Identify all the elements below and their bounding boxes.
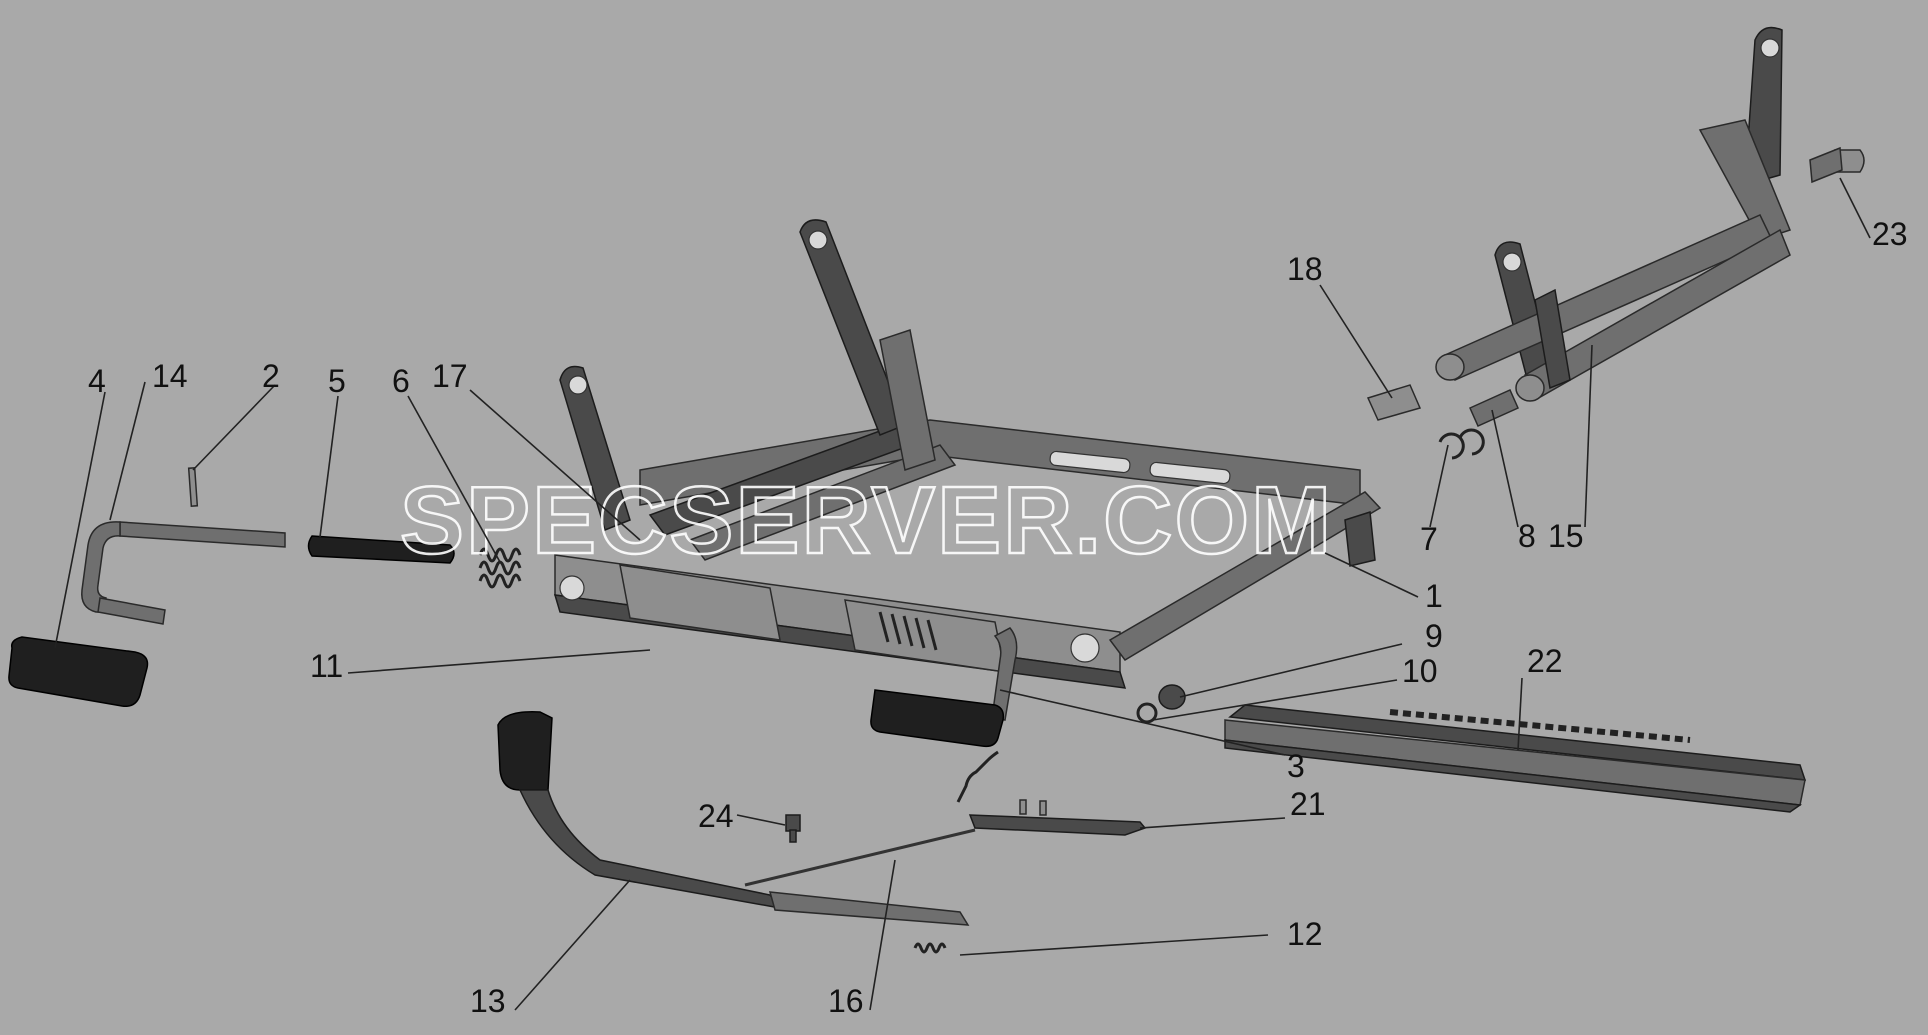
part-23-pin <box>1809 146 1865 184</box>
callout-12: 12 <box>1287 916 1323 952</box>
callout-6: 6 <box>392 363 410 399</box>
spring-upper <box>956 750 999 803</box>
callout-11: 11 <box>310 648 343 684</box>
callout-13: 13 <box>470 983 506 1019</box>
part-24-bolt <box>785 814 801 843</box>
part-12-spring <box>913 942 947 954</box>
part-4-handle-grip <box>8 636 149 708</box>
part-13-lever <box>497 711 970 926</box>
part-7-retaining-rings <box>1438 428 1485 460</box>
callout-7: 7 <box>1420 521 1438 557</box>
callout-16: 16 <box>828 983 864 1019</box>
callout-labels: 4 14 2 5 6 17 18 23 7 8 15 1 9 10 22 11 … <box>88 216 1908 1019</box>
part-3-front-handle <box>870 627 1018 748</box>
part-14-crank-rod <box>81 521 286 625</box>
callout-10: 10 <box>1402 653 1438 689</box>
callout-8: 8 <box>1518 518 1536 554</box>
callout-24: 24 <box>698 798 734 834</box>
watermark-text: SPECSERVER.COM <box>400 467 1333 574</box>
part-2-pin <box>187 467 199 507</box>
callout-23: 23 <box>1872 216 1908 252</box>
callout-2: 2 <box>262 358 280 394</box>
callout-9: 9 <box>1425 618 1443 654</box>
part-21-bracket <box>968 799 1147 836</box>
callout-17: 17 <box>432 358 468 394</box>
callout-1: 1 <box>1425 578 1443 614</box>
callout-22: 22 <box>1527 643 1563 679</box>
part-22-slide-rail <box>1224 704 1807 813</box>
callout-21: 21 <box>1290 786 1326 822</box>
callout-18: 18 <box>1287 251 1323 287</box>
part-9-bushing <box>1158 684 1186 710</box>
part-18-cap <box>1366 384 1422 421</box>
part-8-pin <box>1469 389 1519 427</box>
part-1-main-frame <box>553 219 1382 689</box>
leader-lines <box>54 177 1871 1011</box>
right-subassembly <box>1435 26 1791 402</box>
callout-14: 14 <box>152 358 188 394</box>
callout-15: 15 <box>1548 518 1584 554</box>
part-5-tube <box>307 535 455 564</box>
callout-3: 3 <box>1287 748 1305 784</box>
part-10-washer <box>1136 702 1158 724</box>
part-16-rod <box>744 828 976 887</box>
callout-4: 4 <box>88 363 106 399</box>
callout-5: 5 <box>328 363 346 399</box>
